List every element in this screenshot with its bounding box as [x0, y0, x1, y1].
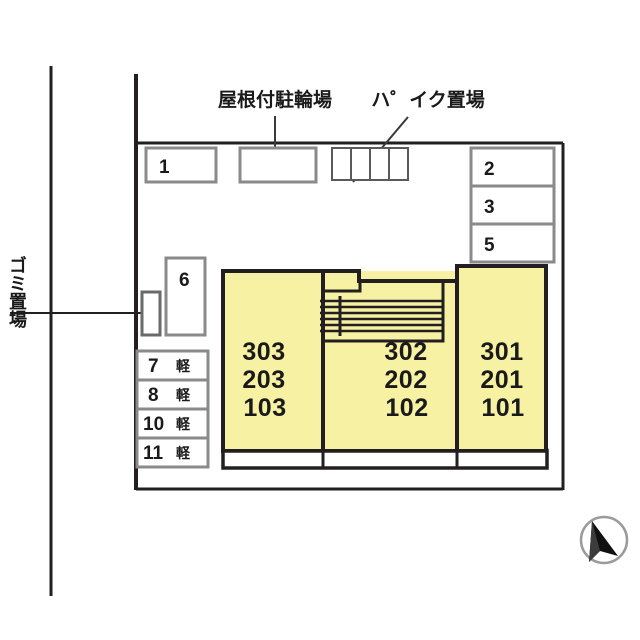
- stall-10-kei-mark: 軽: [176, 416, 191, 432]
- stall-11-kei-mark: 軽: [176, 445, 191, 461]
- stall-6-number: 6: [179, 270, 190, 291]
- unit-block-east[interactable]: 301 201 101: [455, 264, 548, 453]
- unit-label-103: 103: [243, 394, 286, 422]
- north-arrow-icon: [579, 515, 629, 565]
- building-corridor-band: [221, 449, 549, 470]
- garbage-label-char-1: ゴミ置場: [7, 255, 27, 329]
- motorcycle-parking-area[interactable]: [331, 147, 409, 181]
- unit-label-202: 202: [384, 366, 427, 394]
- stall-2-number: 2: [484, 159, 495, 180]
- parking-stall-2[interactable]: 2: [469, 146, 556, 188]
- covered-bicycle-parking-area[interactable]: [238, 146, 318, 184]
- stall-7-kei-mark: 軽: [176, 358, 191, 374]
- bicycle-parking-label: 屋根付駐輪場: [218, 88, 332, 111]
- staircase: [320, 279, 445, 343]
- unit-label-301: 301: [480, 338, 523, 366]
- unit-label-203: 203: [242, 366, 285, 394]
- stall-11-number: 11: [143, 443, 164, 464]
- stall-1-number: 1: [159, 157, 170, 178]
- stall-7-number: 7: [148, 356, 159, 377]
- unit-label-201: 201: [480, 366, 523, 394]
- unit-label-302: 302: [384, 338, 427, 366]
- unit-block-center[interactable]: 302 202 102: [321, 269, 459, 453]
- unit-label-101: 101: [481, 394, 524, 422]
- garbage-bin-box[interactable]: [140, 290, 162, 337]
- parking-stall-11[interactable]: 11 軽: [135, 436, 210, 469]
- parking-stall-1[interactable]: 1: [144, 146, 218, 184]
- parking-stall-8[interactable]: 8 軽: [135, 378, 210, 411]
- parking-stall-3[interactable]: 3: [469, 184, 556, 226]
- motorcycle-parking-label: ハ゜イク置場: [371, 89, 485, 111]
- stall-3-number: 3: [484, 197, 495, 218]
- stall-8-kei-mark: 軽: [176, 387, 191, 403]
- stall-10-number: 10: [143, 414, 164, 435]
- parking-stall-5[interactable]: 5: [469, 222, 556, 264]
- unit-block-west[interactable]: 303 203 103: [221, 269, 325, 453]
- unit-label-303: 303: [242, 338, 285, 366]
- garbage-area-label: ゴミ置場: [7, 255, 27, 329]
- parking-stall-6[interactable]: 6: [164, 256, 207, 337]
- unit-label-102: 102: [385, 394, 428, 422]
- parking-stall-10[interactable]: 10 軽: [135, 407, 210, 440]
- stall-8-number: 8: [148, 385, 159, 406]
- stall-5-number: 5: [484, 235, 495, 256]
- parking-stall-7[interactable]: 7 軽: [135, 349, 210, 382]
